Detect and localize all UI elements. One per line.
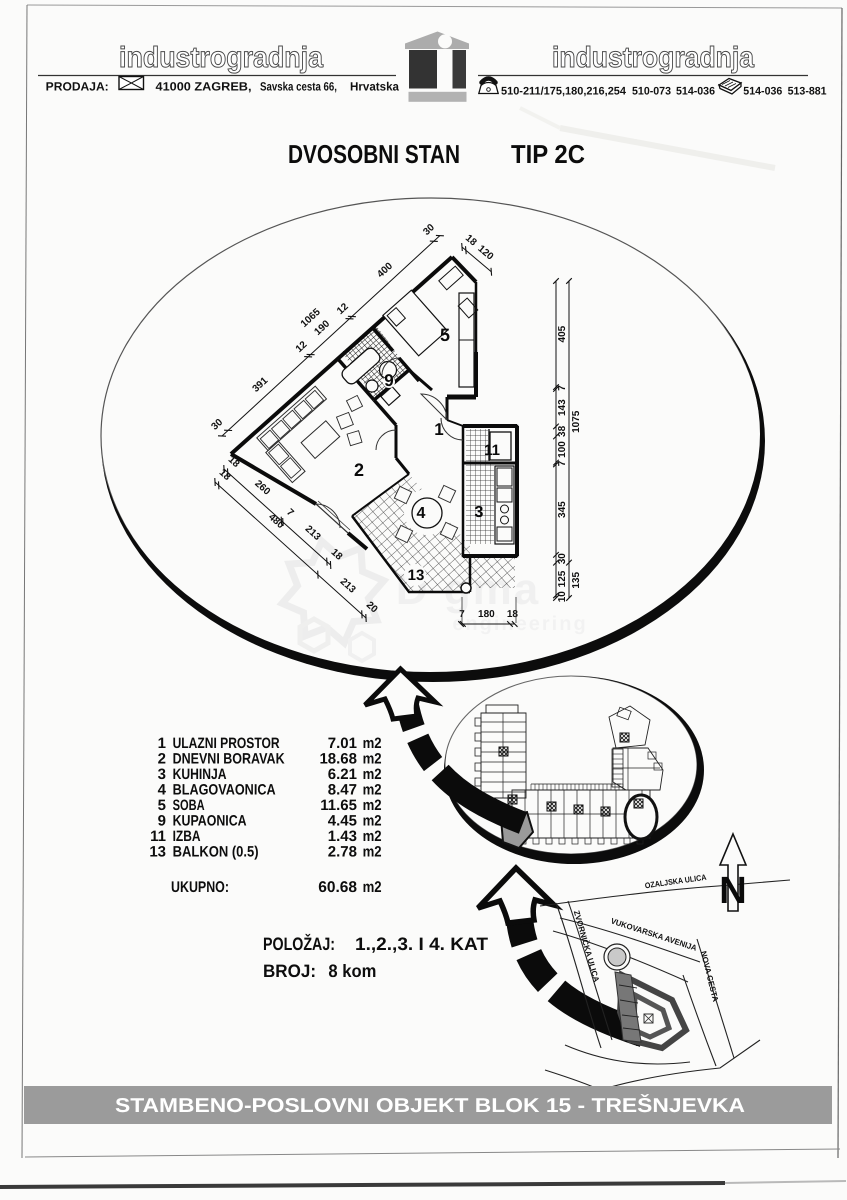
svg-text:1.,2.,3. I 4. KAT: 1.,2.,3. I 4. KAT [355, 934, 488, 954]
svg-text:6.21: 6.21 [328, 766, 357, 783]
svg-text:PRODAJA:: PRODAJA: [46, 80, 109, 94]
svg-text:510-211/175,180,216,254: 510-211/175,180,216,254 [501, 86, 627, 98]
svg-text:m2: m2 [363, 735, 382, 752]
svg-text:1.43: 1.43 [328, 828, 357, 845]
svg-text:13: 13 [408, 567, 425, 584]
svg-text:industrogradnja: industrogradnja [119, 42, 324, 74]
svg-text:Savska cesta 66,: Savska cesta 66, [260, 80, 337, 94]
svg-text:3: 3 [475, 504, 484, 521]
svg-text:BROJ:: BROJ: [263, 961, 316, 981]
svg-text:BLAGOVAONICA: BLAGOVAONICA [173, 782, 276, 799]
svg-text:11: 11 [484, 442, 500, 459]
svg-text:m2: m2 [363, 844, 382, 861]
svg-text:514-036: 514-036 [743, 86, 782, 98]
svg-text:4.45: 4.45 [328, 813, 357, 830]
svg-text:4: 4 [158, 782, 167, 799]
svg-text:KUPAONICA: KUPAONICA [173, 813, 247, 830]
svg-text:9: 9 [158, 813, 166, 830]
svg-text:m2: m2 [363, 813, 382, 830]
svg-text:4: 4 [417, 505, 426, 522]
svg-text:1: 1 [434, 420, 443, 439]
svg-text:2.78: 2.78 [328, 844, 357, 861]
svg-text:10: 10 [557, 591, 568, 603]
svg-text:11: 11 [150, 828, 166, 845]
svg-text:IZBA: IZBA [173, 828, 201, 845]
svg-text:7.01: 7.01 [328, 735, 357, 752]
svg-text:m2: m2 [363, 751, 382, 768]
svg-text:2: 2 [158, 751, 166, 768]
svg-text:1075: 1075 [571, 410, 582, 433]
svg-text:180: 180 [478, 609, 495, 620]
svg-text:Hrvatska: Hrvatska [350, 80, 399, 94]
svg-text:SOBA: SOBA [173, 797, 205, 814]
svg-text:TIP 2C: TIP 2C [511, 139, 585, 169]
svg-text:41000 ZAGREB,: 41000 ZAGREB, [156, 80, 252, 94]
svg-text:KUHINJA: KUHINJA [173, 766, 227, 783]
svg-text:125: 125 [557, 570, 568, 587]
svg-text:8 kom: 8 kom [328, 961, 376, 981]
svg-text:3: 3 [158, 766, 166, 783]
svg-text:514-036: 514-036 [676, 86, 715, 98]
svg-text:11.65: 11.65 [320, 797, 357, 814]
svg-text:DVOSOBNI STAN: DVOSOBNI STAN [288, 139, 460, 169]
svg-text:18: 18 [507, 609, 519, 620]
svg-text:405: 405 [557, 325, 568, 342]
svg-text:UKUPNO:: UKUPNO: [171, 879, 229, 896]
svg-text:DNEVNI BORAVAK: DNEVNI BORAVAK [173, 751, 285, 768]
svg-text:143: 143 [557, 399, 568, 416]
svg-text:7: 7 [284, 507, 296, 519]
svg-text:m2: m2 [363, 879, 382, 896]
svg-text:9: 9 [384, 371, 393, 390]
svg-text:1: 1 [158, 735, 166, 752]
svg-text:engineering: engineering [452, 613, 587, 635]
svg-text:18.68: 18.68 [319, 751, 357, 768]
svg-text:5: 5 [158, 797, 166, 814]
svg-text:POLOŽAJ:: POLOŽAJ: [263, 933, 335, 954]
svg-text:30: 30 [557, 553, 568, 565]
svg-text:industrogradnja: industrogradnja [552, 42, 755, 74]
svg-text:13: 13 [149, 844, 166, 861]
svg-text:345: 345 [557, 501, 568, 518]
svg-text:513-881: 513-881 [788, 86, 827, 98]
svg-text:N: N [719, 870, 746, 912]
svg-text:2: 2 [354, 460, 364, 480]
svg-text:STAMBENO-POSLOVNI OBJEKT BLOK: STAMBENO-POSLOVNI OBJEKT BLOK 15 - TREŠN… [115, 1094, 745, 1117]
svg-text:60.68: 60.68 [318, 879, 357, 896]
svg-text:5: 5 [440, 325, 450, 345]
svg-text:m2: m2 [363, 782, 382, 799]
svg-text:135: 135 [571, 572, 582, 589]
svg-text:7: 7 [557, 460, 568, 466]
svg-text:8.47: 8.47 [328, 782, 357, 799]
svg-text:BALKON (0.5): BALKON (0.5) [173, 844, 259, 861]
svg-text:m2: m2 [363, 828, 382, 845]
svg-text:38: 38 [557, 425, 568, 437]
svg-text:7: 7 [557, 385, 568, 391]
svg-text:100: 100 [557, 441, 568, 458]
svg-text:510-073: 510-073 [632, 86, 671, 98]
svg-text:m2: m2 [363, 797, 382, 814]
svg-text:m2: m2 [363, 766, 382, 783]
svg-text:ULAZNI PROSTOR: ULAZNI PROSTOR [173, 735, 280, 752]
